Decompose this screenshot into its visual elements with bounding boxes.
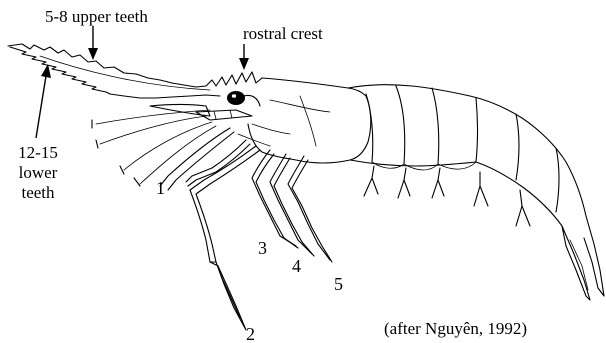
carapace	[248, 78, 371, 163]
rostral-crest-label: rostral crest	[243, 24, 323, 43]
leg-4-label: 4	[292, 256, 301, 276]
pleopods	[364, 166, 530, 226]
abdomen	[348, 85, 586, 226]
lower-teeth-arrow	[36, 64, 51, 138]
tail-fan	[562, 216, 604, 300]
leg-1-label: 1	[156, 178, 165, 198]
leg-3-label: 3	[258, 238, 267, 258]
upper-teeth-arrow	[88, 26, 98, 60]
leg-5-label: 5	[334, 274, 343, 294]
eye	[227, 91, 260, 106]
antennae	[92, 105, 252, 191]
credit-label: (after Nguyên, 1992)	[384, 319, 527, 338]
lower-teeth-label-line3: teeth	[21, 183, 55, 202]
pereiopods	[186, 124, 332, 330]
lower-teeth-label-line2: lower	[19, 163, 58, 182]
rostral-crest-arrow	[239, 44, 249, 70]
lower-teeth-label-line1: 12-15	[18, 143, 58, 162]
upper-teeth-label: 5-8 upper teeth	[45, 7, 148, 26]
leg-2-label: 2	[246, 324, 255, 343]
